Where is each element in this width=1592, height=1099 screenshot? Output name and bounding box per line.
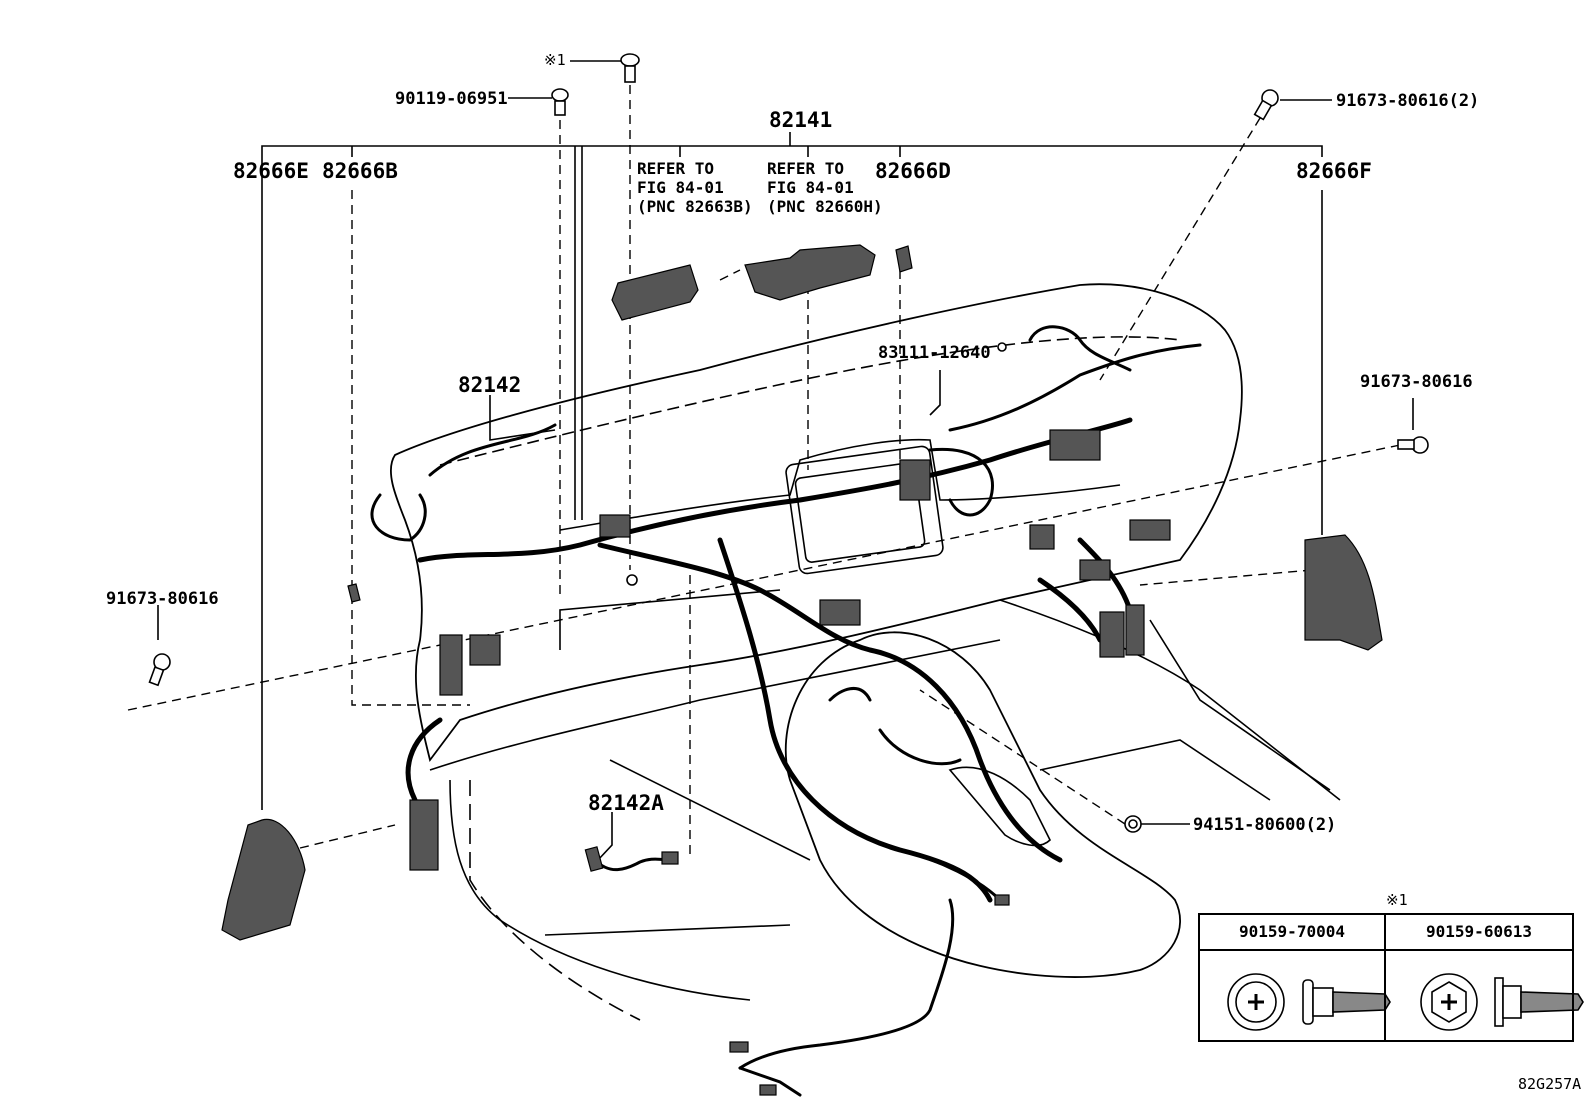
ecu-82666F [1304, 534, 1383, 651]
connector-82666D [895, 245, 913, 273]
screw-91673-left [148, 653, 171, 687]
ecu-82666E [221, 818, 306, 941]
label-83111-12640: 83111-12640 [878, 343, 991, 363]
refer-note-82663B: REFER TO FIG 84-01 (PNC 82663B) [637, 159, 753, 216]
label-82666B: 82666B [322, 159, 398, 183]
harness-82142 [428, 423, 557, 477]
connector-82142A-b [661, 851, 679, 865]
legend-fastener-90159-70004 [1227, 973, 1391, 1031]
harness-main [417, 417, 1133, 563]
label-82141: 82141 [769, 108, 833, 132]
label-91673-80616-right: 91673-80616 [1360, 372, 1473, 392]
leader-82142 [489, 395, 556, 441]
connector-82142A-a [584, 846, 604, 872]
bracket-82141 [261, 145, 1323, 190]
fastener-legend-table: 90159-70004 90159-60613 [1198, 913, 1574, 1042]
harness-82142A [593, 856, 674, 872]
label-91673-80616-2: 91673-80616(2) [1336, 91, 1480, 111]
harness-floor [738, 898, 955, 1070]
legend-column-2: 90159-60613 [1386, 915, 1572, 1040]
screw-mark1 [620, 53, 640, 83]
connector-82660H [744, 244, 876, 301]
legend-mark: ※1 [1386, 891, 1408, 909]
label-82666F: 82666F [1296, 159, 1372, 183]
legend-header-1: 90159-70004 [1200, 915, 1384, 951]
label-82142: 82142 [458, 373, 522, 397]
label-90119-06951: 90119-06951 [395, 89, 508, 109]
label-82666E: 82666E [233, 159, 309, 183]
label-82142A: 82142A [588, 791, 664, 815]
refer-note-82660H: REFER TO FIG 84-01 (PNC 82660H) [767, 159, 883, 216]
label-94151-80600-2: 94151-80600(2) [1193, 815, 1337, 835]
label-mark-1: ※1 [544, 51, 566, 69]
leader-83111 [929, 370, 941, 416]
figure-code: 82G257A [1518, 1075, 1582, 1093]
connector-82663B [611, 264, 699, 321]
connector-82666B [347, 583, 361, 603]
leader-82142A [597, 812, 613, 861]
center-console [784, 631, 1181, 978]
center-display [785, 445, 944, 575]
legend-header-2: 90159-60613 [1386, 915, 1572, 951]
legend-column-1: 90159-70004 [1200, 915, 1386, 1040]
screw-91673-top [1253, 89, 1279, 121]
screw-90119 [551, 88, 569, 116]
nut-94151 [1124, 815, 1142, 833]
dashboard-outline [390, 283, 1243, 763]
legend-fastener-90159-60613 [1420, 973, 1584, 1031]
label-91673-80616-left: 91673-80616 [106, 589, 219, 609]
label-82666D: 82666D [875, 159, 951, 183]
screw-91673-right [1397, 436, 1429, 454]
